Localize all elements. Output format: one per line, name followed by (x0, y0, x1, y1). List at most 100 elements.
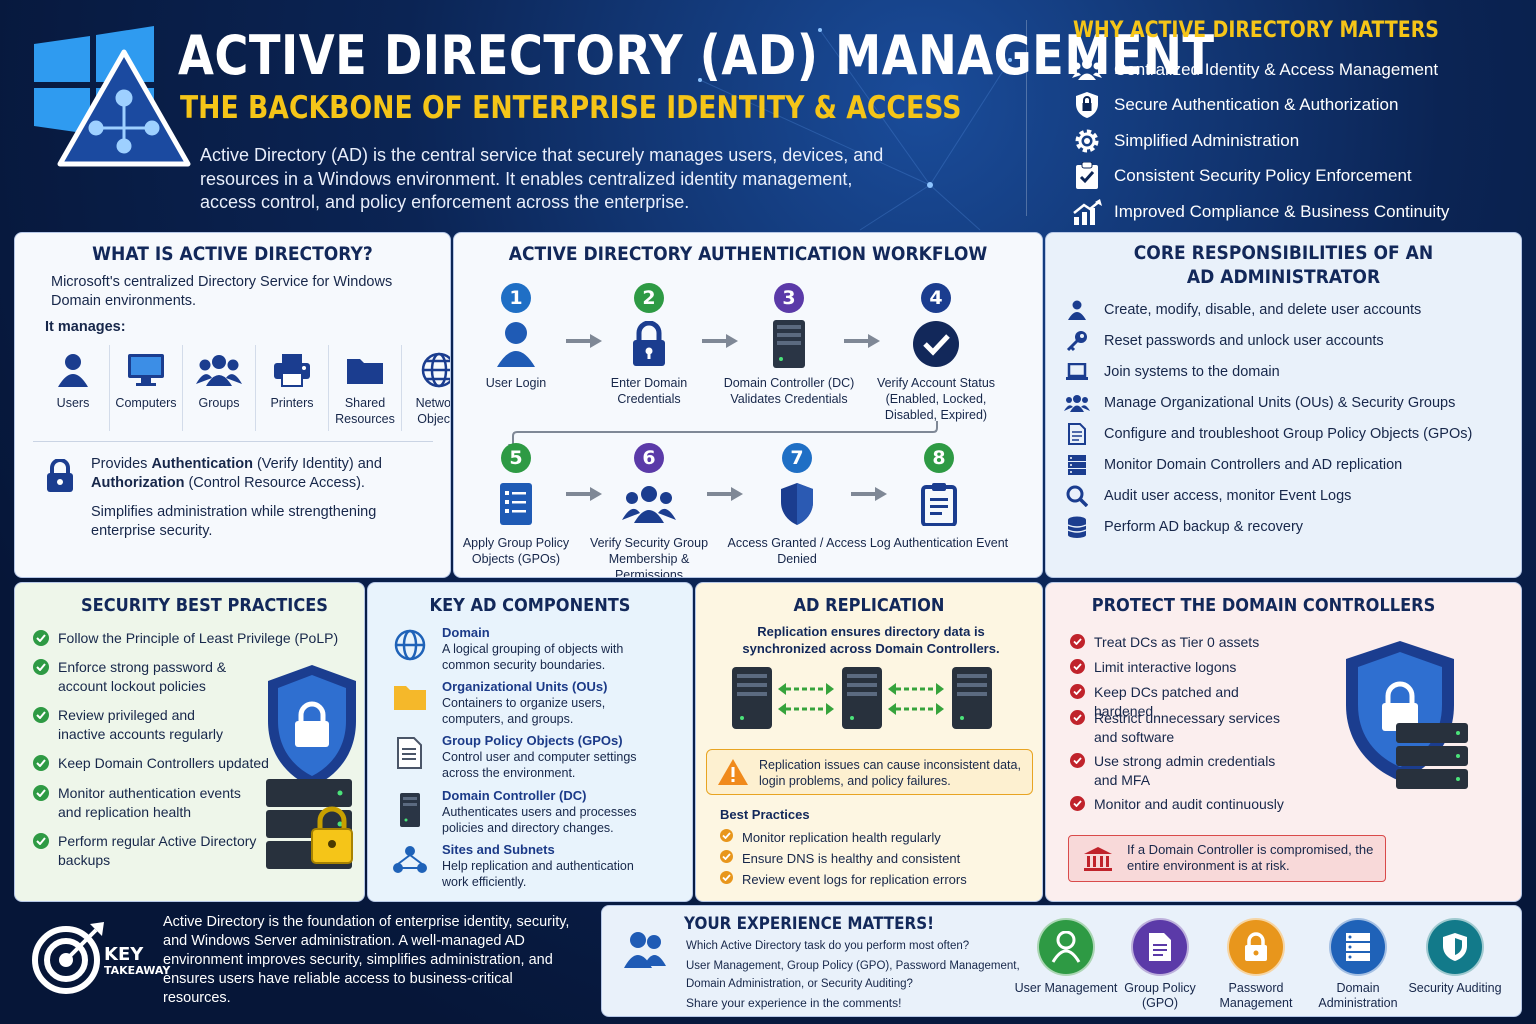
what-is-ad-desc: Microsoft's centralized Directory Servic… (51, 274, 393, 309)
takeaway-label: TAKEAWAY (104, 964, 171, 977)
simplifies-text: Simplifies administration while strength… (91, 504, 377, 539)
core-item: Manage Organizational Units (OUs) & Secu… (1064, 387, 1455, 418)
workflow-step-1: 1 User Login (454, 283, 586, 391)
why-item: Centralized Identity & Access Management (1070, 52, 1449, 88)
protect-item: Restrict unnecessary services and softwa… (1070, 709, 1280, 747)
option-user-management[interactable]: User Management (1011, 918, 1121, 996)
manages-item: Shared Resources (329, 345, 402, 431)
option-security-auditing[interactable]: Security Auditing (1400, 918, 1510, 996)
option-domain-administration[interactable]: Domain Administration (1303, 918, 1413, 1011)
server-icon (390, 788, 430, 836)
globe-icon (390, 625, 430, 673)
user-icon (37, 345, 109, 395)
option-group-policy[interactable]: Group Policy (GPO) (1105, 918, 1215, 1011)
security-item: Monitor authentication events and replic… (33, 784, 248, 822)
check-icon (33, 785, 49, 801)
check-icon (33, 833, 49, 849)
document-icon (1064, 422, 1090, 445)
replication-bp-title: Best Practices (720, 807, 810, 822)
policy-document-icon (454, 473, 586, 535)
lock-icon (47, 459, 73, 492)
network-icon (390, 842, 430, 890)
protect-dc-panel: PROTECT THE DOMAIN CONTROLLERS Treat DCs… (1045, 582, 1522, 902)
why-item: Consistent Security Policy Enforcement (1070, 159, 1449, 195)
security-item: Perform regular Active Directory backups (33, 832, 263, 870)
security-item: Follow the Principle of Least Privilege … (33, 629, 353, 648)
core-item: Configure and troubleshoot Group Policy … (1064, 418, 1472, 449)
auth-text: Provides Authentication (Verify Identity… (91, 456, 382, 491)
security-item: Enforce strong password & account lockou… (33, 658, 243, 696)
check-icon (1070, 753, 1085, 768)
option-password-management[interactable]: Password Management (1201, 918, 1311, 1011)
why-item: Improved Compliance & Business Continuit… (1070, 194, 1449, 230)
manages-label: It manages: (45, 319, 126, 335)
clipboard-check-icon (1070, 162, 1104, 190)
workflow-step-8: 8 Log Authentication Event (869, 443, 1009, 551)
user-icon (454, 313, 586, 375)
replication-desc: Replication ensures directory data is sy… (742, 624, 1000, 656)
replication-warning-box: Replication issues can cause inconsisten… (706, 749, 1033, 795)
group-icon (624, 932, 666, 968)
security-item: Review privileged and inactive accounts … (33, 706, 243, 744)
check-icon (720, 850, 733, 863)
workflow-step-7: 7 Access Granted / Access Denied (727, 443, 867, 567)
check-icon (720, 829, 733, 842)
check-icon (33, 755, 49, 771)
manages-item: Printers (256, 345, 329, 431)
workflow-step-4: 4 Verify Account Status (Enabled, Locked… (866, 283, 1006, 423)
replication-panel: AD REPLICATION Replication ensures direc… (695, 582, 1043, 902)
core-item: Join systems to the domain (1064, 356, 1280, 387)
key-icon (1064, 330, 1090, 352)
replication-title: AD REPLICATION (793, 595, 945, 616)
shield-server-illustration (1346, 641, 1468, 789)
security-title: SECURITY BEST PRACTICES (81, 595, 328, 616)
check-icon (1070, 710, 1085, 725)
padlock-icon (1227, 918, 1285, 976)
manages-item: Users (37, 345, 110, 431)
header-divider (1026, 20, 1027, 216)
shield-lock-icon (1070, 91, 1104, 119)
server-icon (1064, 454, 1090, 476)
check-icon (33, 707, 49, 723)
protect-title: PROTECT THE DOMAIN CONTROLLERS (1091, 595, 1436, 616)
group-icon (183, 345, 255, 395)
manages-item: Computers (110, 345, 183, 431)
component-item: Organizational Units (OUs)Containers to … (390, 679, 642, 727)
users-icon (1070, 56, 1104, 84)
folder-icon (390, 679, 430, 727)
check-icon (1070, 634, 1085, 649)
experience-cta: Share your experience in the comments! (686, 996, 902, 1010)
why-title: WHY ACTIVE DIRECTORY MATTERS (1073, 18, 1439, 43)
components-title: KEY AD COMPONENTS (429, 595, 631, 616)
replication-bp-item: Ensure DNS is healthy and consistent (720, 849, 960, 868)
growth-chart-icon (1070, 198, 1104, 226)
component-item: Domain Controller (DC)Authenticates user… (390, 788, 652, 836)
replication-bp-item: Monitor replication health regularly (720, 828, 941, 847)
core-item: Monitor Domain Controllers and AD replic… (1064, 449, 1402, 480)
workflow-panel: ACTIVE DIRECTORY AUTHENTICATION WORKFLOW… (453, 232, 1043, 578)
intro-text: Active Directory (AD) is the central ser… (200, 145, 884, 212)
search-icon (1064, 485, 1090, 507)
manages-item: Network Objects (402, 345, 450, 431)
shield-icon (727, 473, 867, 535)
check-icon (1070, 796, 1085, 811)
replication-warning-text: Replication issues can cause inconsisten… (759, 758, 1021, 788)
check-icon (1070, 659, 1085, 674)
group-icon (579, 473, 719, 535)
arrow-right-icon (702, 334, 738, 348)
check-icon (33, 630, 49, 646)
check-icon (1070, 684, 1085, 699)
protect-item: Treat DCs as Tier 0 assets (1070, 633, 1300, 652)
workflow-title: ACTIVE DIRECTORY AUTHENTICATION WORKFLOW (508, 243, 988, 265)
protect-item: Monitor and audit continuously (1070, 795, 1300, 814)
workflow-step-6: 6 Verify Security Group Membership & Per… (579, 443, 719, 577)
workflow-step-5: 5 Apply Group Policy Objects (GPOs) (454, 443, 586, 567)
manages-item: Groups (183, 345, 256, 431)
divider (33, 441, 433, 442)
manages-list: Users Computers Groups Printers Shared R… (37, 345, 450, 431)
what-is-ad-panel: WHAT IS ACTIVE DIRECTORY? Microsoft's ce… (14, 232, 451, 578)
